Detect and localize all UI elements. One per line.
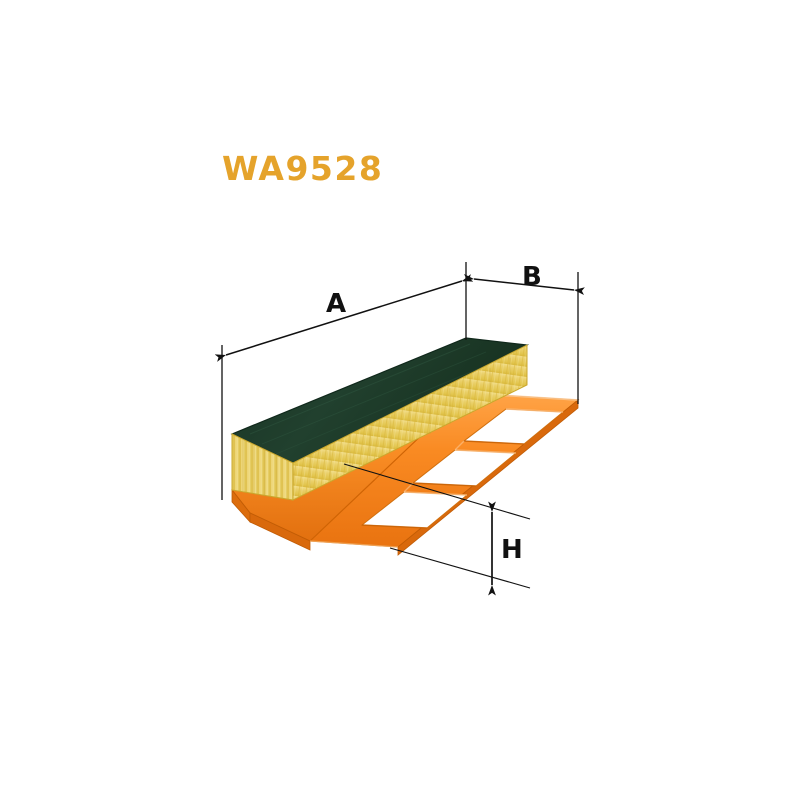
- dimension-b-arrow: [463, 273, 585, 296]
- dimension-a-arrow: [214, 274, 474, 362]
- dimension-h: H: [343, 463, 531, 596]
- frame-window-bevels: [361, 408, 564, 529]
- dimension-h-label: H: [501, 535, 523, 565]
- filter-sealing-frame: [231, 392, 580, 556]
- dimension-b: B: [463, 262, 585, 404]
- filter-pleat-lines-end: [242, 440, 278, 498]
- page-title: WA9528: [222, 149, 384, 188]
- filter-element-body: [230, 337, 530, 501]
- dimension-h-leader-bottom: [389, 547, 531, 589]
- frame-bottom-edge: [249, 512, 311, 551]
- dimension-b-label: B: [522, 262, 542, 292]
- filter-pleat-lines: [309, 358, 511, 492]
- filter-pleat-front-face: [292, 344, 528, 501]
- dimension-a-label: A: [326, 289, 346, 319]
- dimension-h-leader-top: [343, 463, 531, 520]
